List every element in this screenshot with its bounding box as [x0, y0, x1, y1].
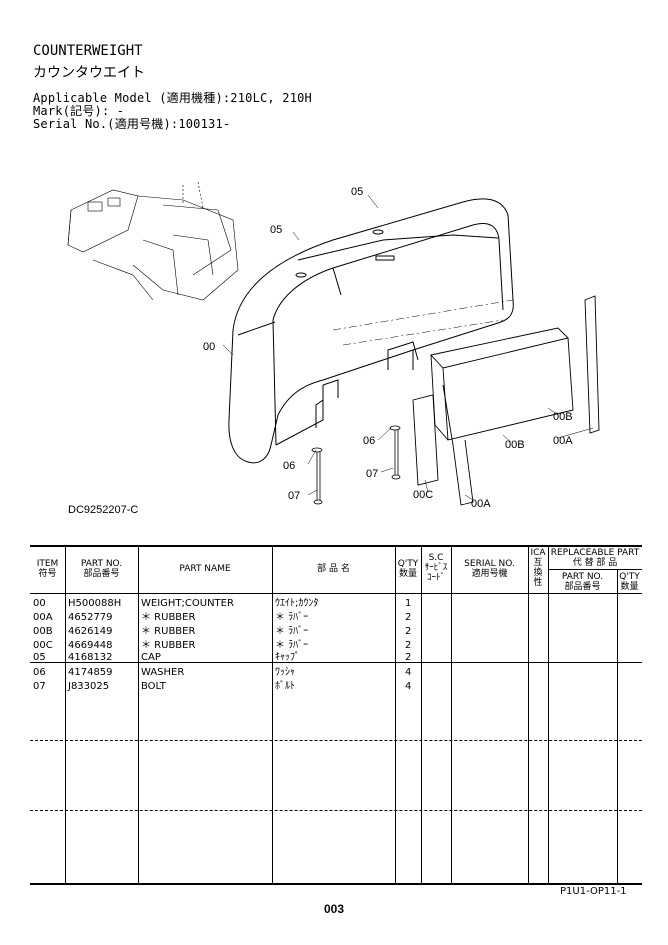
row-part-no: 4669448 [68, 640, 113, 651]
row-item: 05 [33, 652, 46, 663]
callout-05b: 05 [270, 224, 282, 236]
row-part-no: 4652779 [68, 612, 113, 623]
row-part-no: 4626149 [68, 626, 113, 637]
row-part-no: 4168132 [68, 652, 113, 663]
row-part-name: BOLT [141, 681, 166, 692]
col-sep-1 [65, 545, 66, 883]
callout-labels: 05 05 00 06 07 06 07 00B 00B 00A 00C 00A [203, 186, 573, 510]
row-name-jp: ＊ ﾗﾊﾞｰ [275, 612, 309, 623]
bolts-washers [311, 425, 401, 505]
row-item: 00A [33, 612, 53, 623]
callout-07b: 07 [288, 490, 300, 502]
row-part-name: ＊ RUBBER [141, 640, 196, 651]
col-sep-2 [138, 545, 139, 883]
row-item: 07 [33, 681, 46, 692]
col-sep-9 [617, 569, 618, 883]
hdr-name-jp: 部 品 名 [317, 564, 350, 574]
row-part-no: J833025 [68, 681, 110, 692]
row-item: 00C [33, 640, 53, 651]
callout-00a-right: 00A [553, 435, 573, 447]
callout-07a: 07 [366, 468, 378, 480]
row-qty: 4 [405, 681, 412, 692]
row-part-name: WEIGHT;COUNTER [141, 598, 234, 609]
drawing-code: DC9252207-C [68, 504, 139, 516]
col-sep-3 [272, 545, 273, 883]
exploded-parts-drawing: 05 05 00 06 07 06 07 00B 00B 00A 00C 00A [67, 181, 600, 510]
col-sep-5 [421, 545, 422, 883]
serial-line: Serial No.(適用号機):100131- [33, 117, 231, 131]
row-qty: 4 [405, 667, 412, 678]
row-part-no: 4174859 [68, 667, 113, 678]
row-name-jp: ｳｴｲﾄ;ｶｳﾝﾀ [275, 598, 319, 609]
leader-lines [222, 194, 594, 501]
counterweight-body [228, 198, 514, 464]
row-part-name: CAP [141, 652, 161, 663]
callout-00c: 00C [413, 489, 433, 501]
hdr-part-no: PART NO.部品番号 [80, 559, 123, 579]
hdr-serial: SERIAL NO.適用号機 [464, 559, 515, 579]
header-bottom-rule [30, 593, 642, 594]
col-sep-8 [548, 545, 549, 883]
title-japanese: カウンタウエイト [33, 65, 145, 81]
group-rule-1 [30, 662, 642, 663]
row-qty: 1 [405, 598, 412, 609]
footer-code: P1U1-OP11-1 [560, 886, 627, 897]
col-sep-4 [395, 545, 396, 883]
row-name-jp: ＊ ﾗﾊﾞｰ [275, 626, 309, 637]
hdr-part-name: PART NAME [179, 564, 231, 574]
row-part-name: ＊ RUBBER [141, 626, 196, 637]
row-part-name: ＊ RUBBER [141, 612, 196, 623]
group-rule-2 [30, 740, 642, 741]
row-part-no: H500088H [68, 598, 122, 609]
mark-line: Mark(記号): - [33, 104, 125, 118]
callout-06a: 06 [363, 435, 375, 447]
row-item: 00B [33, 626, 53, 637]
title-english: COUNTERWEIGHT [33, 43, 143, 59]
page-number: 003 [323, 902, 345, 916]
hdr-rep-part-no: PART NO.部品番号 [561, 572, 604, 592]
col-sep-7 [528, 545, 529, 883]
row-item: 06 [33, 667, 46, 678]
row-qty: 2 [405, 612, 412, 623]
row-name-jp: ＊ ﾗﾊﾞｰ [275, 640, 309, 651]
callout-00b-mid: 00B [505, 439, 525, 451]
callout-05a: 05 [351, 186, 363, 198]
applicable-model: Applicable Model (適用機種):210LC, 210H [33, 91, 312, 105]
callout-06b: 06 [283, 460, 295, 472]
replaceable-sub-rule [548, 569, 642, 570]
row-qty: 2 [405, 640, 412, 651]
callout-00b-right: 00B [553, 411, 573, 423]
callout-00a-bottom: 00A [471, 498, 491, 510]
row-qty: 2 [405, 652, 412, 663]
row-part-name: WASHER [141, 667, 185, 678]
excavator-thumbnail [67, 181, 239, 301]
rubber-pads [412, 295, 600, 506]
row-name-jp: ﾎﾞﾙﾄ [275, 681, 295, 692]
callout-00: 00 [203, 341, 215, 353]
row-item: 00 [33, 598, 46, 609]
group-rule-3 [30, 810, 642, 811]
row-name-jp: ｷｬｯﾌﾟ [275, 652, 300, 663]
row-qty: 2 [405, 626, 412, 637]
table-top-rule [30, 545, 642, 547]
row-name-jp: ﾜｯｼｬ [275, 667, 295, 678]
col-sep-6 [451, 545, 452, 883]
table-bottom-rule [30, 883, 642, 885]
